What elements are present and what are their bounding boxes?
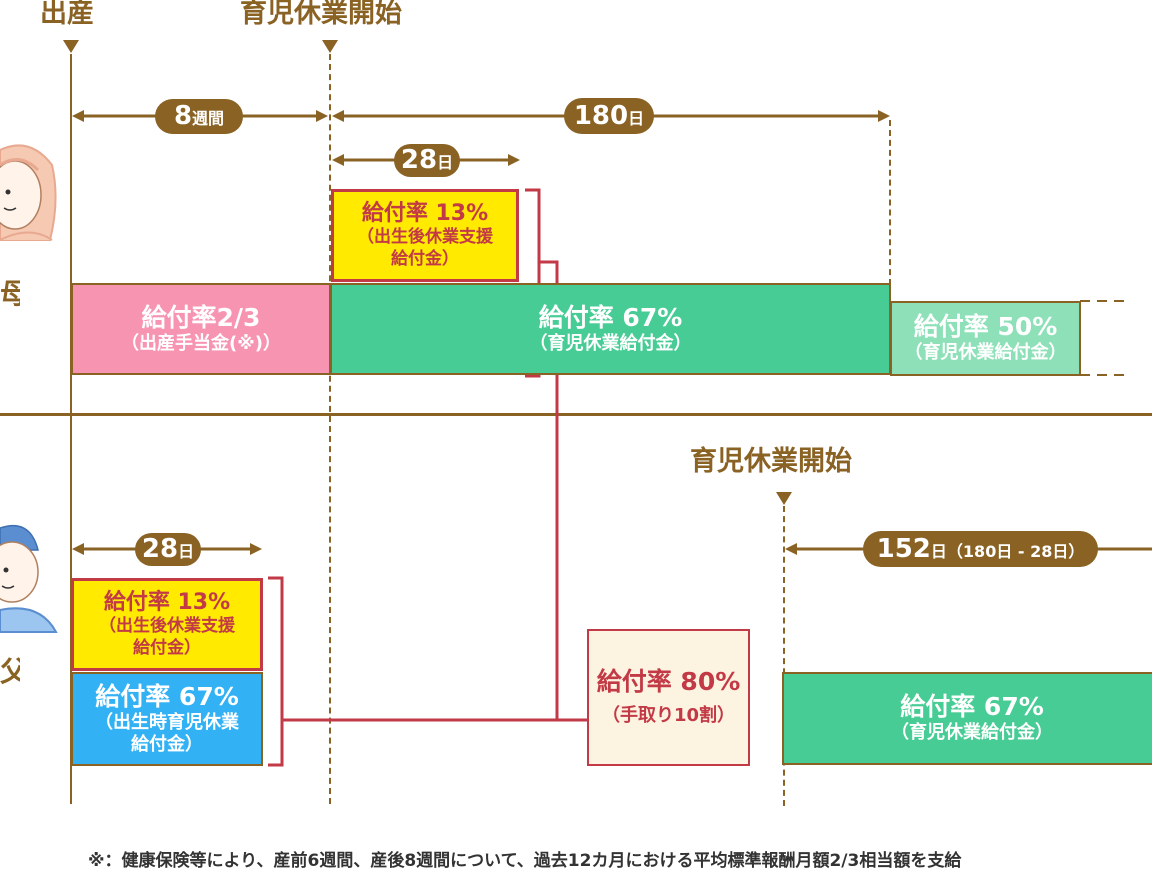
father-bracket: [268, 576, 284, 767]
father-avatar-icon: [0, 524, 58, 633]
father-label: 父: [0, 655, 20, 688]
father-leave-marker-icon: [776, 492, 792, 505]
mother-180days-pill: 180日: [564, 98, 654, 134]
birth-label: 出産: [40, 0, 94, 29]
mother-leave-marker-icon: [322, 40, 338, 53]
mother-support-benefit-box: 給付率 13% （出生後休業支援 給付金）: [331, 189, 519, 282]
total-80-percent-box: 給付率 80% （手取り10割）: [587, 629, 750, 766]
father-support-benefit-box: 給付率 13% （出生後休業支援 給付金）: [71, 578, 263, 671]
father-152days-pill: 152日（180日 - 28日）: [863, 531, 1098, 567]
father-28days-pill: 28日: [135, 533, 201, 566]
parent-divider: [0, 413, 1152, 416]
mother-maternity-allowance-box: 給付率2/3 （出産手当金(※)）: [71, 283, 331, 375]
mother-connector: [539, 260, 590, 722]
mother-8weeks-pill: 8週間: [155, 99, 243, 134]
father-birth-childcare-67-box: 給付率 67% （出生時育児休業 給付金）: [71, 672, 263, 766]
father-childcare-67-box: 給付率 67% （育児休業給付金）: [782, 672, 1152, 765]
mother-leave-timeline: [329, 54, 331, 804]
mother-label: 母: [0, 277, 20, 310]
mother-childcare-67-box: 給付率 67% （育児休業給付金）: [330, 283, 891, 375]
footnote: ※：健康保険等により、産前6週間、産後8週間について、過去12カ月における平均標…: [88, 851, 962, 871]
mother-childcare-50-box: 給付率 50% （育児休業給付金）: [890, 301, 1081, 376]
birth-marker-icon: [63, 40, 79, 53]
mother-leave-start-label: 育児休業開始: [240, 0, 402, 29]
mother-28days-pill: 28日: [394, 144, 460, 177]
mother-180-end-line: [889, 120, 891, 285]
father-leave-start-label: 育児休業開始: [690, 446, 852, 477]
birth-timeline: [70, 54, 72, 804]
father-leave-timeline: [783, 506, 785, 806]
mother-avatar-icon: [0, 144, 57, 241]
